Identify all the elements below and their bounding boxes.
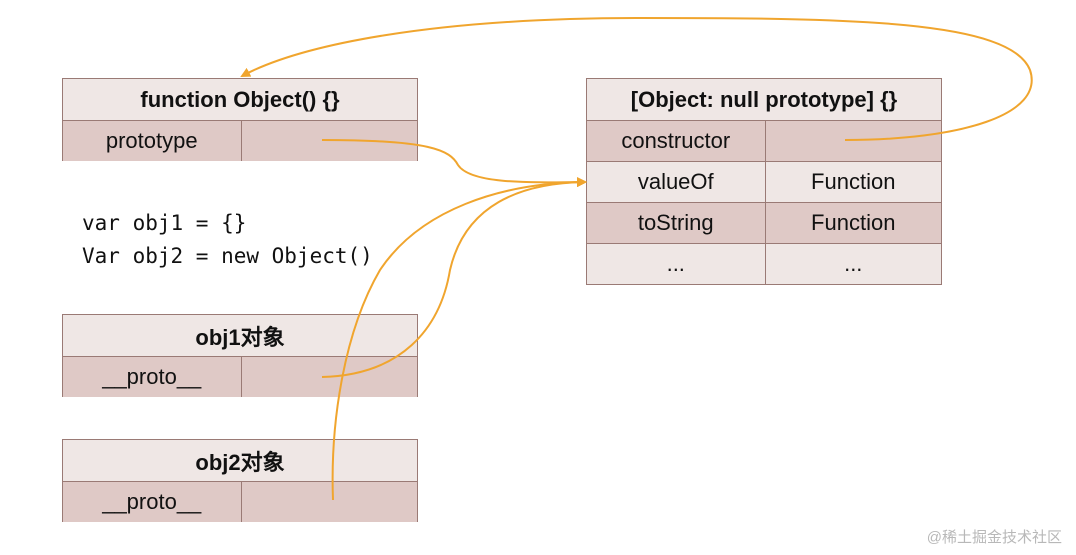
code-line-2: Var obj2 = new Object() — [82, 244, 373, 268]
arrow-prototype-to-object — [321, 139, 587, 188]
ellipsis-value: ... — [764, 244, 941, 284]
object-function-box: function Object() {} prototype — [62, 78, 418, 161]
code-snippet: var obj1 = {} Var obj2 = new Object() — [82, 207, 373, 273]
watermark: @稀土掘金技术社区 — [926, 529, 1062, 546]
object-function-title: function Object() {} — [63, 79, 417, 120]
obj2-proto-key: __proto__ — [63, 482, 241, 522]
constructor-value — [764, 121, 941, 161]
tostring-key: toString — [587, 203, 765, 243]
ellipsis-key: ... — [587, 244, 765, 284]
object-prototype-box: [Object: null prototype] {} constructor … — [586, 78, 942, 285]
code-line-1: var obj1 = {} — [82, 211, 247, 235]
prototype-key: prototype — [63, 121, 241, 161]
obj1-title: obj1对象 — [63, 315, 417, 356]
object-prototype-title: [Object: null prototype] {} — [587, 79, 941, 120]
obj2-box: obj2对象 __proto__ — [62, 439, 418, 522]
obj2-title: obj2对象 — [63, 440, 417, 481]
obj1-proto-key: __proto__ — [63, 357, 241, 397]
arrow-constructor-to-function — [240, 16, 1033, 141]
constructor-key: constructor — [587, 121, 765, 161]
valueof-key: valueOf — [587, 162, 765, 202]
arrow-obj2-proto-to-object — [331, 177, 587, 501]
arrow-obj1-proto-to-object — [321, 177, 587, 378]
valueof-value: Function — [764, 162, 941, 202]
obj2-proto-value — [240, 482, 417, 522]
tostring-value: Function — [764, 203, 941, 243]
